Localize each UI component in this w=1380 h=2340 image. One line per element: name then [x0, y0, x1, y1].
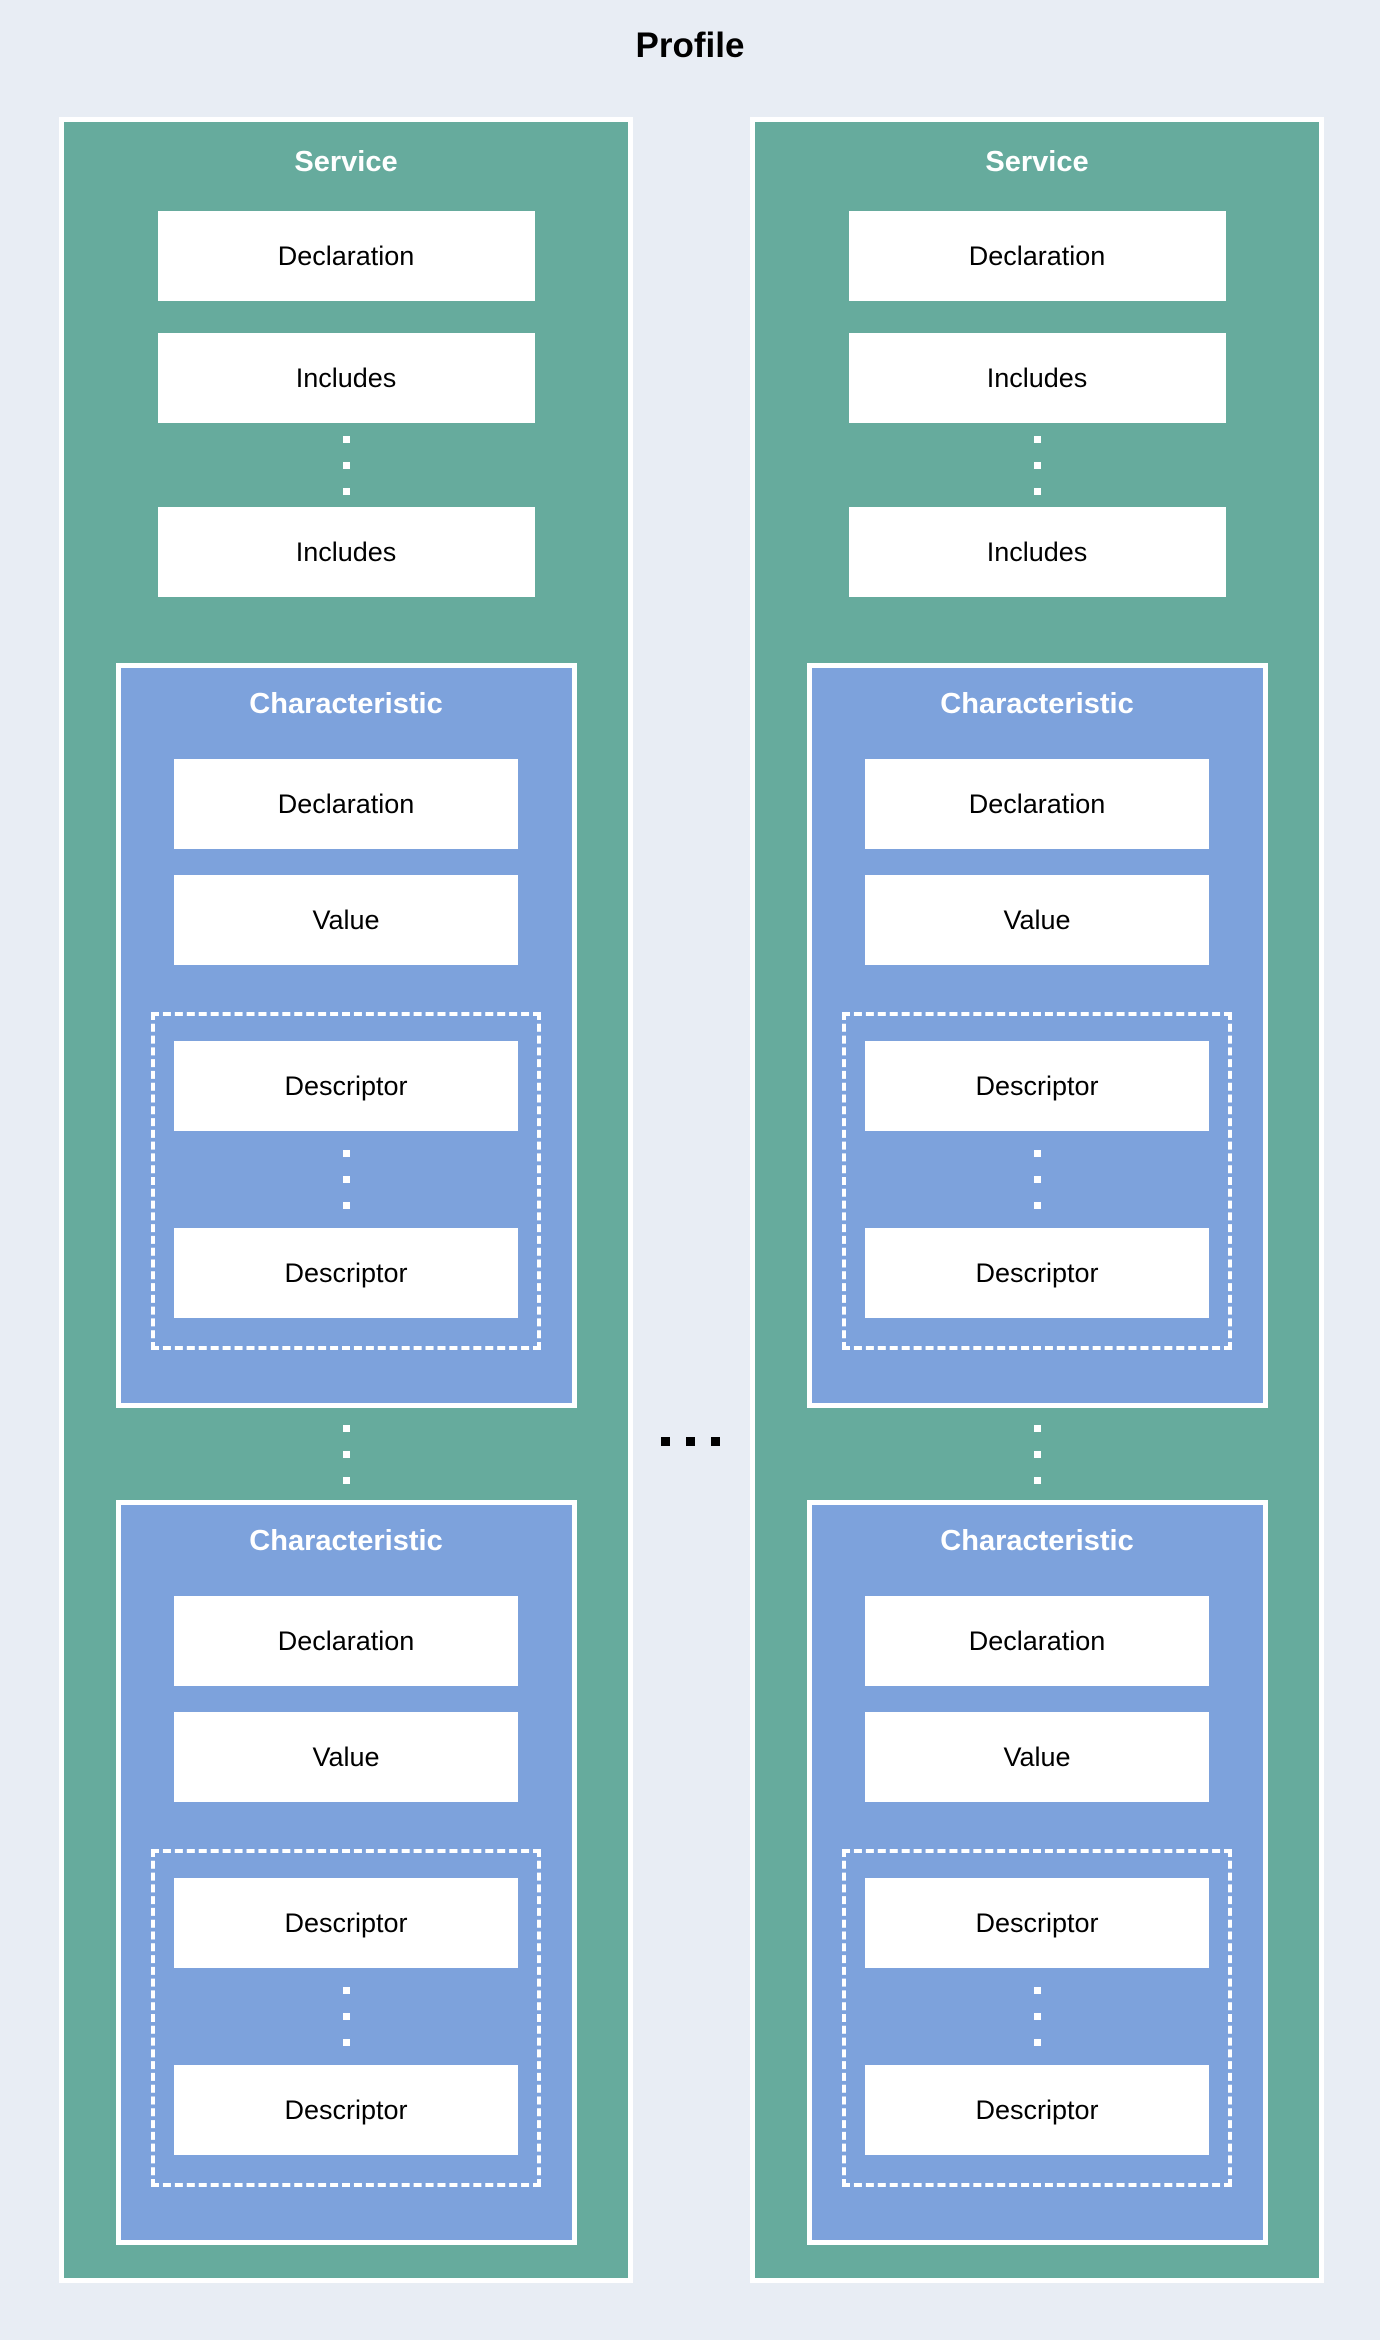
characteristic-title: Characteristic — [249, 688, 443, 720]
value-box: Value — [174, 1712, 518, 1802]
characteristic-declaration-box: Declaration — [865, 1596, 1209, 1686]
vertical-ellipsis — [1033, 1408, 1041, 1500]
characteristic-declaration-box: Declaration — [865, 759, 1209, 849]
characteristic-title: Characteristic — [940, 1525, 1134, 1557]
service-box-2: Service Declaration Includes Includes Ch… — [750, 117, 1324, 2283]
service-box-1: Service Declaration Includes Includes Ch… — [59, 117, 633, 2283]
characteristic-box: Characteristic Declaration Value Descrip… — [806, 663, 1268, 1408]
characteristic-declaration-box: Declaration — [174, 1596, 518, 1686]
dot — [342, 487, 350, 495]
characteristic-box: Characteristic Declaration Value Descrip… — [806, 1500, 1268, 2245]
dot — [342, 1176, 350, 1183]
characteristic-title: Characteristic — [940, 688, 1134, 720]
dot — [1033, 487, 1041, 495]
descriptor-box: Descriptor — [174, 1041, 518, 1131]
descriptor-box: Descriptor — [865, 2065, 1209, 2155]
descriptor-box: Descriptor — [174, 1878, 518, 1968]
characteristic-box: Characteristic Declaration Value Descrip… — [115, 1500, 577, 2245]
dot — [1033, 1150, 1041, 1157]
vertical-ellipsis — [1033, 423, 1041, 507]
dot — [711, 1437, 720, 1446]
dot — [342, 2039, 350, 2046]
dot — [1033, 461, 1041, 469]
descriptor-box: Descriptor — [174, 1228, 518, 1318]
value-box: Value — [865, 875, 1209, 965]
dot — [342, 1987, 350, 1994]
dot — [1033, 1476, 1041, 1484]
includes-box: Includes — [157, 333, 535, 423]
service-title: Service — [985, 146, 1089, 178]
characteristic-declaration-box: Declaration — [174, 759, 518, 849]
dot — [1033, 1424, 1041, 1432]
dot — [1033, 2039, 1041, 2046]
page-title: Profile — [635, 26, 745, 65]
characteristic-box: Characteristic Declaration Value Descrip… — [115, 663, 577, 1408]
dot — [686, 1437, 695, 1446]
descriptor-box: Descriptor — [865, 1041, 1209, 1131]
dot — [661, 1437, 670, 1446]
dot — [342, 1424, 350, 1432]
vertical-ellipsis — [342, 423, 350, 507]
includes-box: Includes — [848, 333, 1226, 423]
vertical-ellipsis — [1033, 1968, 1041, 2065]
descriptor-box: Descriptor — [865, 1228, 1209, 1318]
characteristic-title: Characteristic — [249, 1525, 443, 1557]
includes-box: Includes — [157, 507, 535, 597]
vertical-ellipsis — [1033, 1131, 1041, 1228]
descriptor-group: Descriptor Descriptor — [842, 1012, 1232, 1350]
dot — [1033, 2013, 1041, 2020]
descriptor-group: Descriptor Descriptor — [151, 1012, 541, 1350]
descriptor-box: Descriptor — [174, 2065, 518, 2155]
descriptor-group: Descriptor Descriptor — [151, 1849, 541, 2187]
dot — [342, 1476, 350, 1484]
dot — [1033, 435, 1041, 443]
horizontal-ellipsis — [661, 1437, 720, 1446]
descriptor-box: Descriptor — [865, 1878, 1209, 1968]
value-box: Value — [174, 875, 518, 965]
dot — [1033, 1987, 1041, 1994]
dot — [1033, 1202, 1041, 1209]
service-title: Service — [294, 146, 398, 178]
dot — [342, 1450, 350, 1458]
dot — [342, 1150, 350, 1157]
dot — [342, 2013, 350, 2020]
service-declaration-box: Declaration — [157, 211, 535, 301]
value-box: Value — [865, 1712, 1209, 1802]
dot — [1033, 1450, 1041, 1458]
vertical-ellipsis — [342, 1408, 350, 1500]
descriptor-group: Descriptor Descriptor — [842, 1849, 1232, 2187]
includes-box: Includes — [848, 507, 1226, 597]
dot — [1033, 1176, 1041, 1183]
vertical-ellipsis — [342, 1131, 350, 1228]
dot — [342, 461, 350, 469]
dot — [342, 435, 350, 443]
dot — [342, 1202, 350, 1209]
vertical-ellipsis — [342, 1968, 350, 2065]
service-declaration-box: Declaration — [848, 211, 1226, 301]
